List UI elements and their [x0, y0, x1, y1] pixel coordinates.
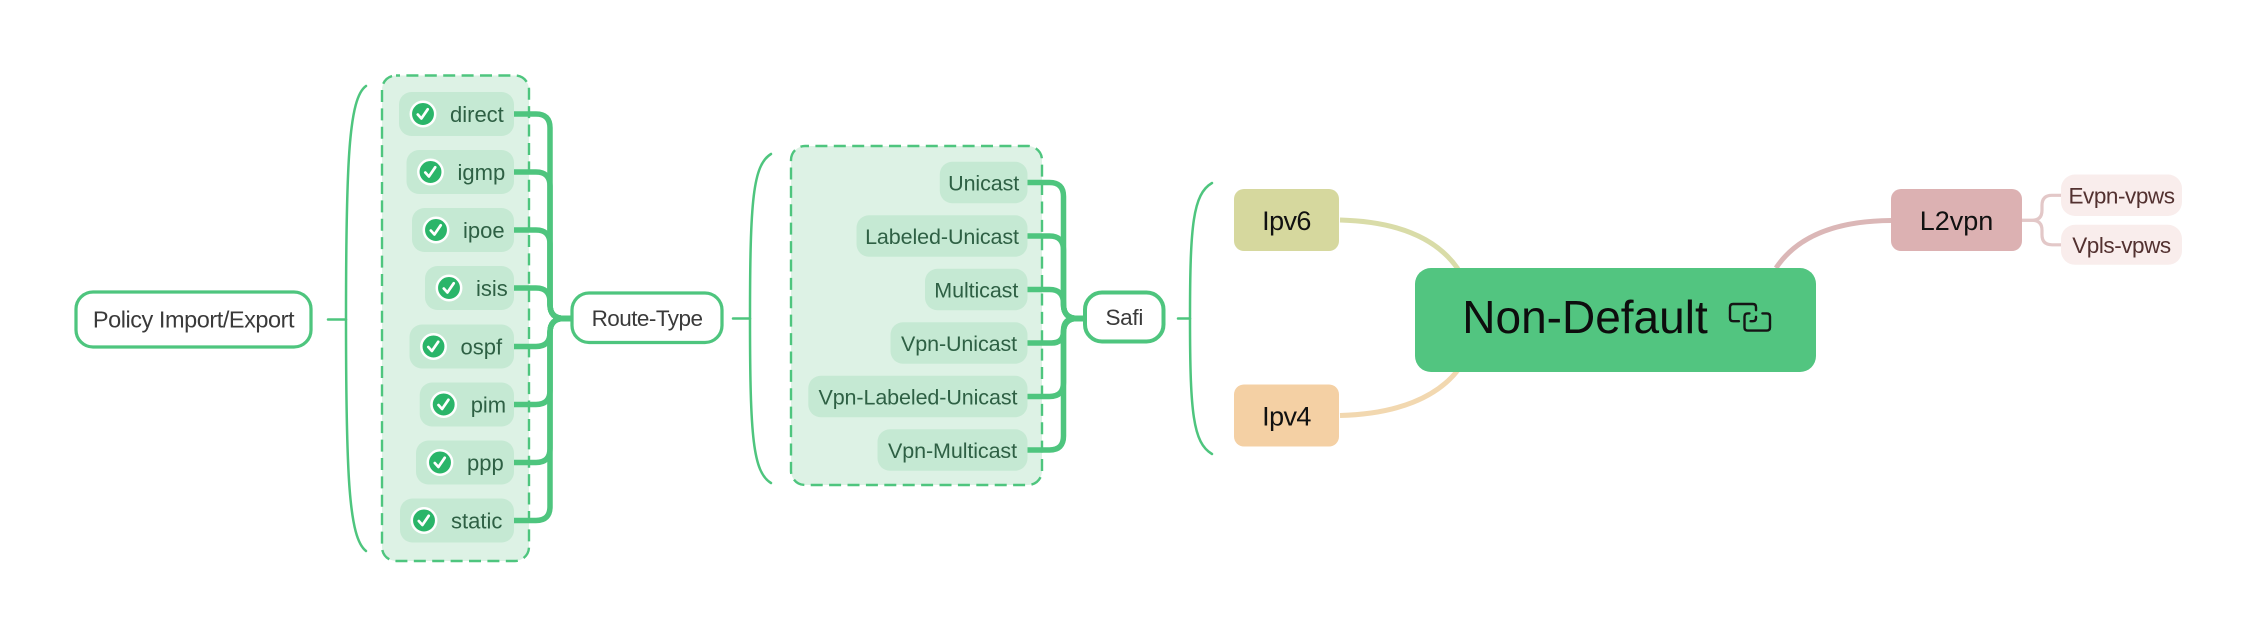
- svg-text:L2vpn: L2vpn: [1920, 206, 1994, 236]
- svg-text:static: static: [451, 509, 502, 534]
- svg-text:ospf: ospf: [461, 335, 503, 360]
- svg-text:ppp: ppp: [467, 451, 504, 476]
- svg-text:Labeled-Unicast: Labeled-Unicast: [865, 225, 1019, 249]
- svg-text:Vpn-Unicast: Vpn-Unicast: [901, 332, 1017, 356]
- svg-text:ipoe: ipoe: [463, 218, 505, 243]
- svg-text:pim: pim: [471, 393, 506, 418]
- svg-text:isis: isis: [476, 276, 508, 301]
- svg-text:Ipv4: Ipv4: [1262, 402, 1311, 432]
- svg-text:Safi: Safi: [1105, 305, 1143, 330]
- svg-text:igmp: igmp: [458, 160, 506, 185]
- svg-text:Vpls-vpws: Vpls-vpws: [2072, 233, 2171, 258]
- svg-text:Ipv6: Ipv6: [1262, 206, 1311, 236]
- svg-text:direct: direct: [450, 102, 504, 127]
- svg-text:Vpn-Multicast: Vpn-Multicast: [888, 439, 1017, 463]
- svg-text:Policy Import/Export: Policy Import/Export: [93, 307, 295, 333]
- svg-text:Unicast: Unicast: [948, 172, 1019, 196]
- svg-text:Non-Default: Non-Default: [1462, 291, 1708, 343]
- svg-text:Evpn-vpws: Evpn-vpws: [2069, 184, 2175, 209]
- svg-text:Vpn-Labeled-Unicast: Vpn-Labeled-Unicast: [818, 386, 1017, 410]
- svg-text:Route-Type: Route-Type: [592, 306, 703, 331]
- svg-text:Multicast: Multicast: [934, 279, 1018, 303]
